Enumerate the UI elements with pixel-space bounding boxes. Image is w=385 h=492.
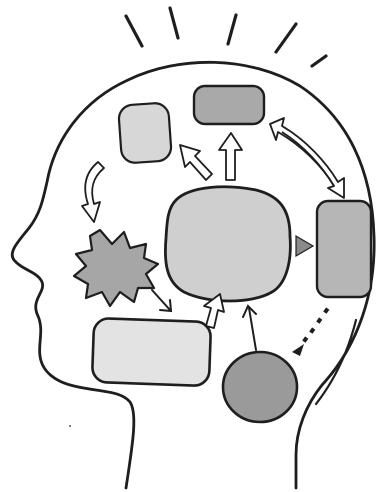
dot-4	[302, 336, 308, 342]
thought-circle-bottom	[223, 352, 297, 422]
thought-box-top-center	[194, 86, 264, 124]
dotted-arrow-right-to-circle	[292, 307, 329, 356]
pointer-triangle	[296, 236, 313, 256]
thought-box-right	[317, 201, 371, 297]
ray-4	[276, 24, 296, 52]
ray-2	[170, 8, 178, 38]
dotted-arrow-head	[292, 344, 304, 356]
arrow-to-top-left-box	[180, 145, 212, 180]
thought-starburst	[74, 230, 158, 306]
idea-rays	[126, 8, 326, 66]
arrow-up-to-top-box	[219, 133, 242, 180]
neck-contour	[316, 320, 356, 404]
thought-box-top-left	[118, 102, 172, 163]
ray-5	[312, 56, 326, 66]
ray-1	[126, 16, 142, 46]
ray-3	[228, 15, 236, 44]
dot-3	[309, 327, 315, 333]
dot-2	[316, 317, 322, 323]
arrow-starburst-to-box	[152, 290, 170, 310]
dot-1	[323, 307, 329, 313]
arrow-curve-to-starburst	[82, 162, 104, 222]
thought-blob-center	[165, 187, 290, 301]
arrow-double-top-right	[270, 118, 344, 198]
speck-1	[69, 425, 71, 427]
thought-box-bottom-left	[92, 318, 211, 386]
